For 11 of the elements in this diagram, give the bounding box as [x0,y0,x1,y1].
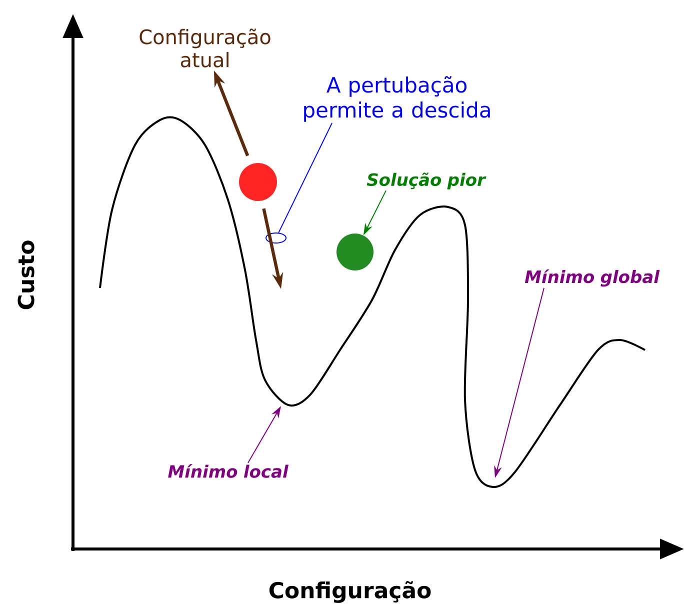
leader-line [278,122,332,234]
loop-mark [266,232,286,244]
annotation-text: A pertubação permite a descida [304,76,490,122]
annotation-text: Configuração atual [140,28,270,68]
annotation-text: Mínimo local [168,464,289,478]
ball [239,163,277,201]
ball [336,234,374,270]
axis-label: Configuração [269,581,431,603]
annotation-text: Mínimo global [524,269,660,287]
axis-label: Custo [18,240,34,310]
annotation-text: Solução pior [366,172,486,190]
